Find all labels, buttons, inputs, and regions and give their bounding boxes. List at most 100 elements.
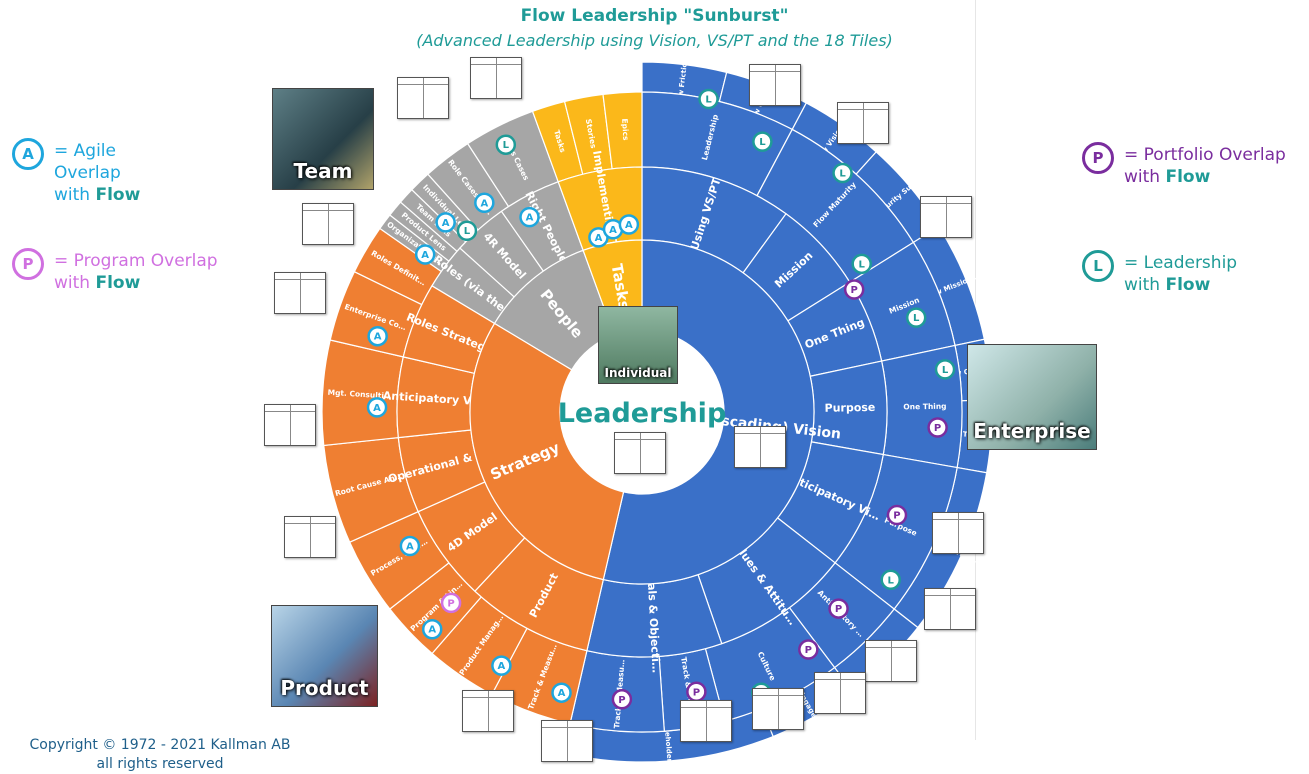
tile-thumbnail (397, 77, 449, 119)
leadership-badge-icon: L (1082, 250, 1114, 282)
program-overlap-badge-icon (611, 689, 633, 710)
leadership-overlap-badge-icon (456, 220, 478, 241)
legend-leadership-flow: Flow (1165, 275, 1211, 295)
tile-thumbnail (734, 426, 786, 468)
overlap-badge-letter: A (442, 218, 450, 229)
program-overlap-badge-icon (843, 279, 865, 300)
overlap-badge-letter: A (498, 661, 506, 672)
overlap-badge-letter: L (942, 365, 949, 376)
leadership-overlap-badge-icon (752, 131, 773, 152)
agile-overlap-badge-icon (519, 206, 540, 228)
overlap-badge-letter: P (618, 695, 625, 706)
overlap-badge-letter: P (934, 423, 941, 434)
agile-overlap-badge-icon (474, 192, 495, 214)
product-picture: Product (271, 605, 378, 707)
program-badge-icon: P (12, 248, 44, 280)
overlap-badge-letter: L (888, 575, 895, 586)
overlap-badge-letter: A (428, 625, 436, 636)
legend-agile-flow: Flow (95, 185, 141, 205)
leadership-overlap-badge-icon (905, 307, 927, 328)
tile-thumbnail (920, 196, 972, 238)
overlap-badge-letter: A (480, 198, 488, 209)
overlap-badge-letter: L (859, 259, 866, 270)
ring2-label: Anticipatory Vi… (382, 389, 486, 408)
center-label: Leadership (558, 398, 727, 429)
legend-portfolio: P = Portfolio Overlap with Flow (1082, 142, 1286, 188)
team-picture: Team (272, 88, 374, 190)
overlap-badge-letter: L (705, 94, 712, 105)
overlap-badge-letter: A (406, 542, 414, 553)
tile-thumbnail (302, 203, 354, 245)
overlap-badge-letter: A (374, 332, 382, 343)
agile-overlap-badge-icon (366, 397, 388, 418)
overlap-badge-letter: P (851, 285, 858, 296)
tile-thumbnail (752, 688, 804, 730)
overlap-badge-letter: L (503, 140, 510, 151)
team-label: Team (293, 159, 353, 183)
legend-program: P = Program Overlap with Flow (12, 248, 218, 294)
legend-leadership: L = Leadership with Flow (1082, 250, 1237, 296)
tile-thumbnail (462, 690, 514, 732)
overlap-badge-letter: A (526, 213, 534, 224)
tile-thumbnail (284, 516, 336, 558)
agile-overlap-badge-icon (435, 212, 456, 233)
enterprise-picture: Enterprise (967, 344, 1097, 450)
overlap-badge-letter: P (835, 604, 842, 615)
legend-portfolio-flow: Flow (1165, 167, 1211, 187)
tile-thumbnail (264, 404, 316, 446)
legend-program-with: with (54, 273, 96, 293)
leadership-overlap-badge-icon (934, 359, 956, 380)
agile-overlap-badge-icon (367, 325, 388, 347)
tile-thumbnail (470, 57, 522, 99)
tile-thumbnail (614, 432, 666, 474)
page-title: Flow Leadership "Sunburst" (520, 6, 789, 26)
overlap-badge-letter: A (609, 225, 617, 236)
overlap-badge-letter: P (447, 598, 454, 609)
program-overlap-badge-icon (798, 639, 819, 660)
copyright-line1: Copyright © 1972 - 2021 Kallman AB (29, 737, 291, 753)
leadership-overlap-badge-icon (832, 162, 853, 184)
program-overlap-badge-icon (886, 504, 908, 526)
program-overlap-badge-icon (828, 598, 849, 619)
overlap-badge-letter: A (421, 250, 429, 261)
program-overlap-badge-icon (440, 592, 462, 614)
overlap-badge-letter: A (595, 233, 603, 244)
copyright: Copyright © 1972 - 2021 Kallman AB all r… (0, 736, 320, 774)
agile-overlap-badge-icon (399, 535, 421, 557)
legend-agile-line1: = Agile (54, 141, 116, 161)
tile-thumbnail (680, 700, 732, 742)
legend-portfolio-line1: = Portfolio Overlap (1124, 145, 1286, 165)
tile-thumbnail (837, 102, 889, 144)
agile-overlap-badge-icon (618, 214, 640, 235)
overlap-badge-letter: A (373, 403, 381, 414)
ring3-label: One Thing (903, 402, 946, 412)
tile-thumbnail (865, 640, 917, 682)
agile-overlap-badge-icon (491, 655, 512, 676)
tile-thumbnail (924, 588, 976, 630)
leadership-overlap-badge-icon (495, 134, 517, 155)
overlap-badge-letter: A (558, 688, 566, 699)
leadership-overlap-badge-icon (880, 569, 901, 591)
individual-picture: Individual (598, 306, 678, 384)
portfolio-badge-icon: P (1082, 142, 1114, 174)
tile-thumbnail (749, 64, 801, 106)
copyright-line2: all rights reserved (96, 756, 224, 772)
ring3-label: Epics (620, 118, 630, 141)
legend-program-flow: Flow (95, 273, 141, 293)
legend-agile-with: with (54, 185, 96, 205)
ring2-label: Goals & Objecti… (644, 566, 663, 673)
leadership-overlap-badge-icon (698, 88, 719, 110)
overlap-badge-letter: L (913, 313, 920, 324)
overlap-badge-letter: P (693, 687, 700, 698)
page-subtitle: (Advanced Leadership using Vision, VS/PT… (416, 31, 893, 50)
tile-thumbnail (274, 272, 326, 314)
agile-overlap-badge-icon (551, 682, 572, 703)
enterprise-label: Enterprise (973, 419, 1091, 443)
ring2-label: Purpose (824, 401, 875, 415)
overlap-badge-letter: L (464, 226, 471, 237)
tile-thumbnail (541, 720, 593, 762)
leadership-overlap-badge-icon (851, 253, 872, 275)
legend-program-line1: = Program Overlap (54, 251, 218, 271)
